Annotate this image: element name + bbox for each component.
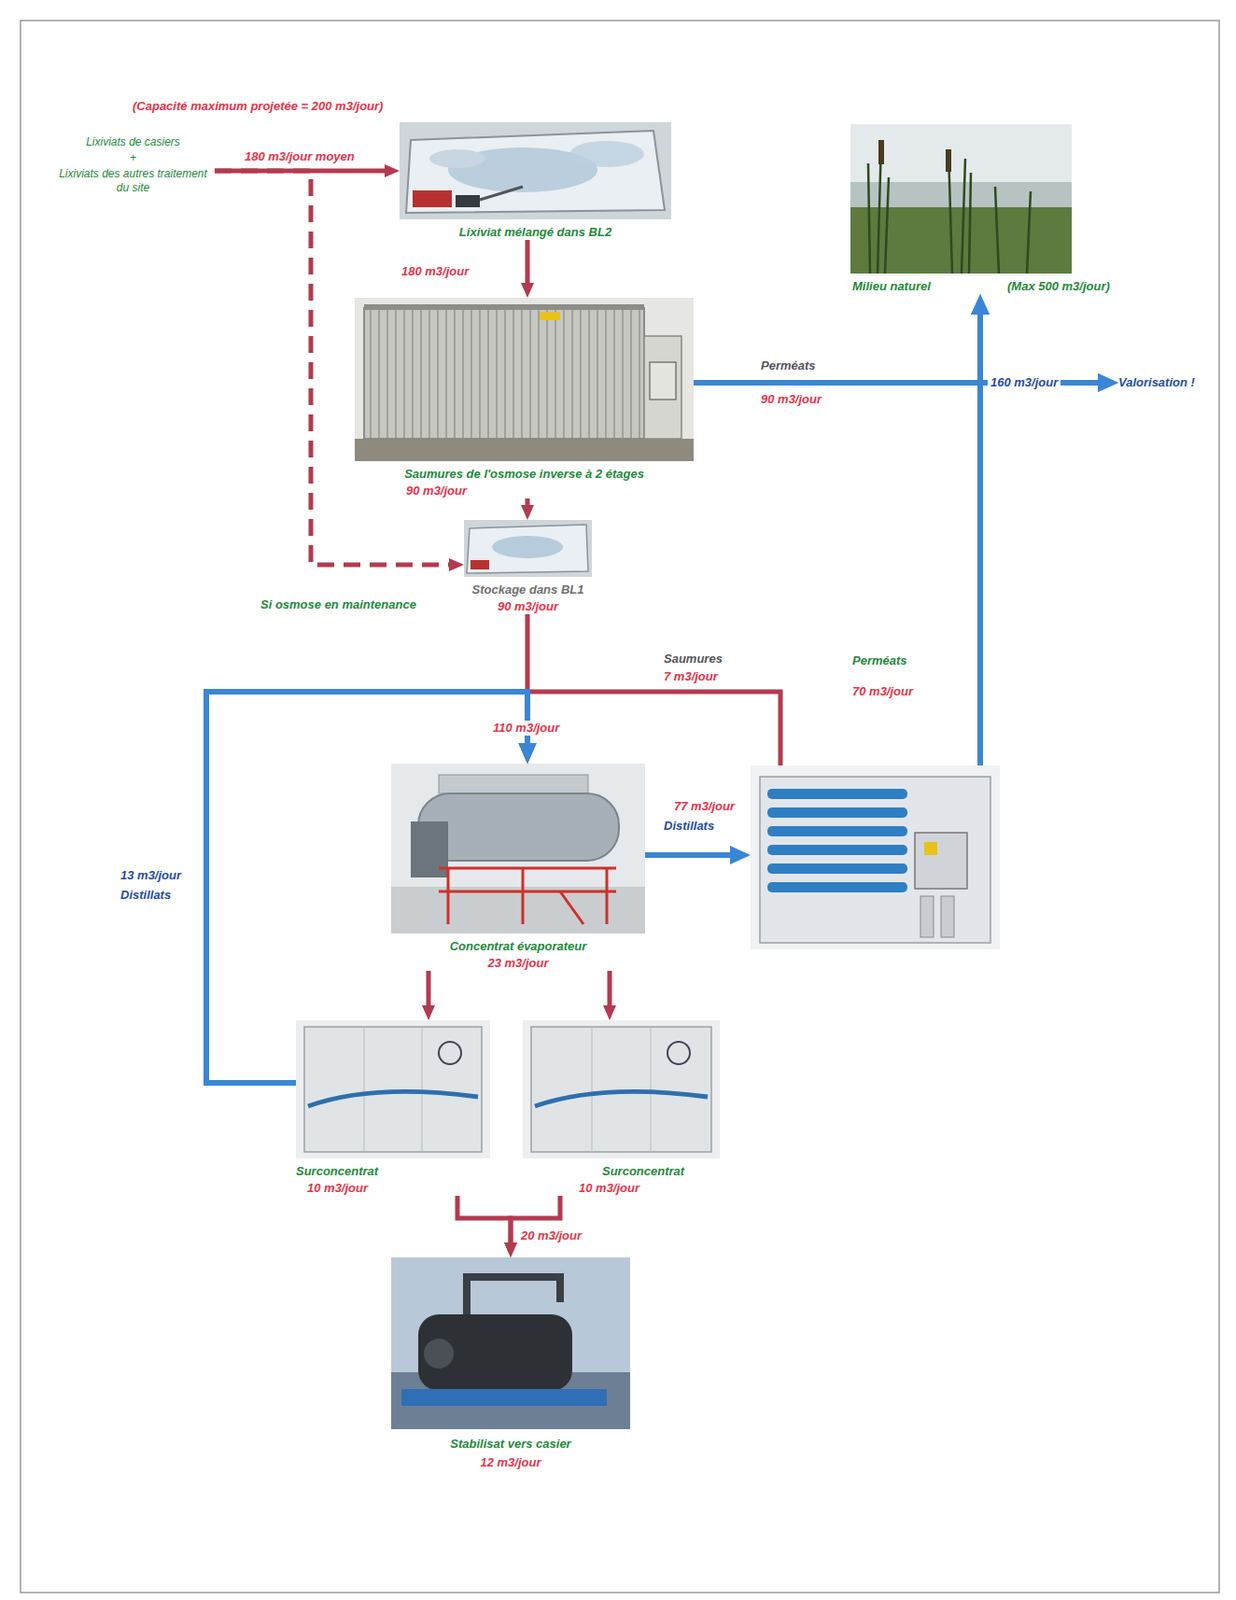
outlet-box: Milieu naturel (Max 500 m3/jour)	[850, 124, 1110, 295]
edge-label: Si osmose en maintenance	[260, 597, 417, 613]
flow-name: Distillats	[663, 818, 715, 834]
node-note: 12 m3/jour	[391, 1455, 631, 1471]
node-caption: Milieu naturel	[852, 279, 931, 295]
flow-rate: 160 m3/jour	[987, 375, 1061, 391]
node-note: 90 m3/jour	[406, 483, 467, 499]
flow-arrow	[525, 239, 531, 289]
node-caption: Lixiviats de casiers	[51, 135, 215, 150]
node-caption: Stockage dans BL1	[463, 582, 592, 598]
stabilizer-photo	[391, 1257, 631, 1430]
node-note: +	[51, 151, 215, 166]
flow-arrow	[525, 498, 531, 511]
node-note: 10 m3/jour	[307, 1180, 368, 1196]
flow-arrow	[206, 691, 528, 1083]
node-caption: Stabilisat vers casier	[391, 1436, 631, 1452]
node-caption: Surconcentrat	[602, 1164, 685, 1180]
osmosis-box: Saumures de l'osmose inverse à 2 étages9…	[354, 297, 694, 499]
concentrator-box: Surconcentrat10 m3/jour	[522, 1020, 720, 1196]
flow-arrow	[607, 970, 613, 1012]
flow-arrow	[645, 852, 740, 858]
node-note: (Max 500 m3/jour)	[1007, 279, 1110, 295]
flow-rate: 7 m3/jour	[663, 669, 718, 685]
reuse-box: Valorisation !	[1118, 375, 1195, 391]
flow-arrow	[426, 970, 432, 1012]
flow-rate: 90 m3/jour	[760, 392, 822, 408]
node-caption: Valorisation !	[1118, 375, 1195, 391]
node-note: 23 m3/jour	[391, 955, 646, 971]
edge-label: 180 m3/jour moyen	[244, 149, 355, 165]
page-frame	[20, 20, 1220, 1593]
edge-label: Perméats	[760, 358, 816, 374]
node-note: 10 m3/jour	[578, 1180, 640, 1196]
bypass-arrow	[214, 170, 455, 565]
evaporator-box: Concentrat évaporateur23 m3/jour	[391, 763, 646, 971]
node-note: 90 m3/jour	[463, 599, 592, 615]
node-caption: Lixiviat mélangé dans BL2	[399, 224, 672, 240]
node-caption: Surconcentrat	[295, 1164, 379, 1180]
flow-arrow	[980, 382, 1108, 766]
edge-label: 180 m3/jour	[401, 264, 469, 280]
edge-label: 110 m3/jour	[490, 720, 562, 736]
concentrator-box: Surconcentrat10 m3/jour	[295, 1020, 491, 1196]
wetland-photo	[850, 124, 1072, 274]
flow-arrow	[457, 1195, 511, 1249]
flow-rate: 70 m3/jour	[852, 684, 913, 700]
basin-box: Lixiviat mélangé dans BL2	[399, 122, 672, 240]
flow-name: Distillats	[120, 887, 171, 903]
osmosis-container-photo	[354, 297, 694, 462]
flow-rate: 20 m3/jour	[520, 1228, 582, 1244]
concentrator-photo	[522, 1020, 720, 1159]
node-note: Lixiviats des autres traitement du site	[51, 167, 215, 196]
flow-arrow	[527, 691, 781, 766]
storage-box: Stockage dans BL190 m3/jour	[463, 519, 592, 615]
edge-label: Perméats	[852, 653, 908, 669]
storage-basin-photo	[463, 519, 592, 577]
ro-skid-photo	[750, 765, 1000, 950]
evaporator-photo	[391, 763, 646, 934]
flow-arrow	[693, 305, 981, 383]
node-caption: Concentrat évaporateur	[391, 939, 646, 955]
edge-label: Saumures	[663, 651, 723, 667]
concentrator-photo	[295, 1020, 491, 1159]
edge-label: 13 m3/jour	[120, 868, 182, 884]
capacity-note: (Capacité maximum projetée = 200 m3/jour…	[132, 98, 383, 114]
basin-photo	[399, 122, 672, 220]
ro-box	[750, 765, 1000, 950]
edge-label: 77 m3/jour	[674, 799, 735, 815]
stabilizer-box: Stabilisat vers casier 12 m3/jour	[391, 1257, 631, 1471]
node-caption: Saumures de l'osmose inverse à 2 étages	[354, 466, 694, 482]
source-note: Lixiviats de casiers+Lixiviats des autre…	[51, 135, 215, 201]
